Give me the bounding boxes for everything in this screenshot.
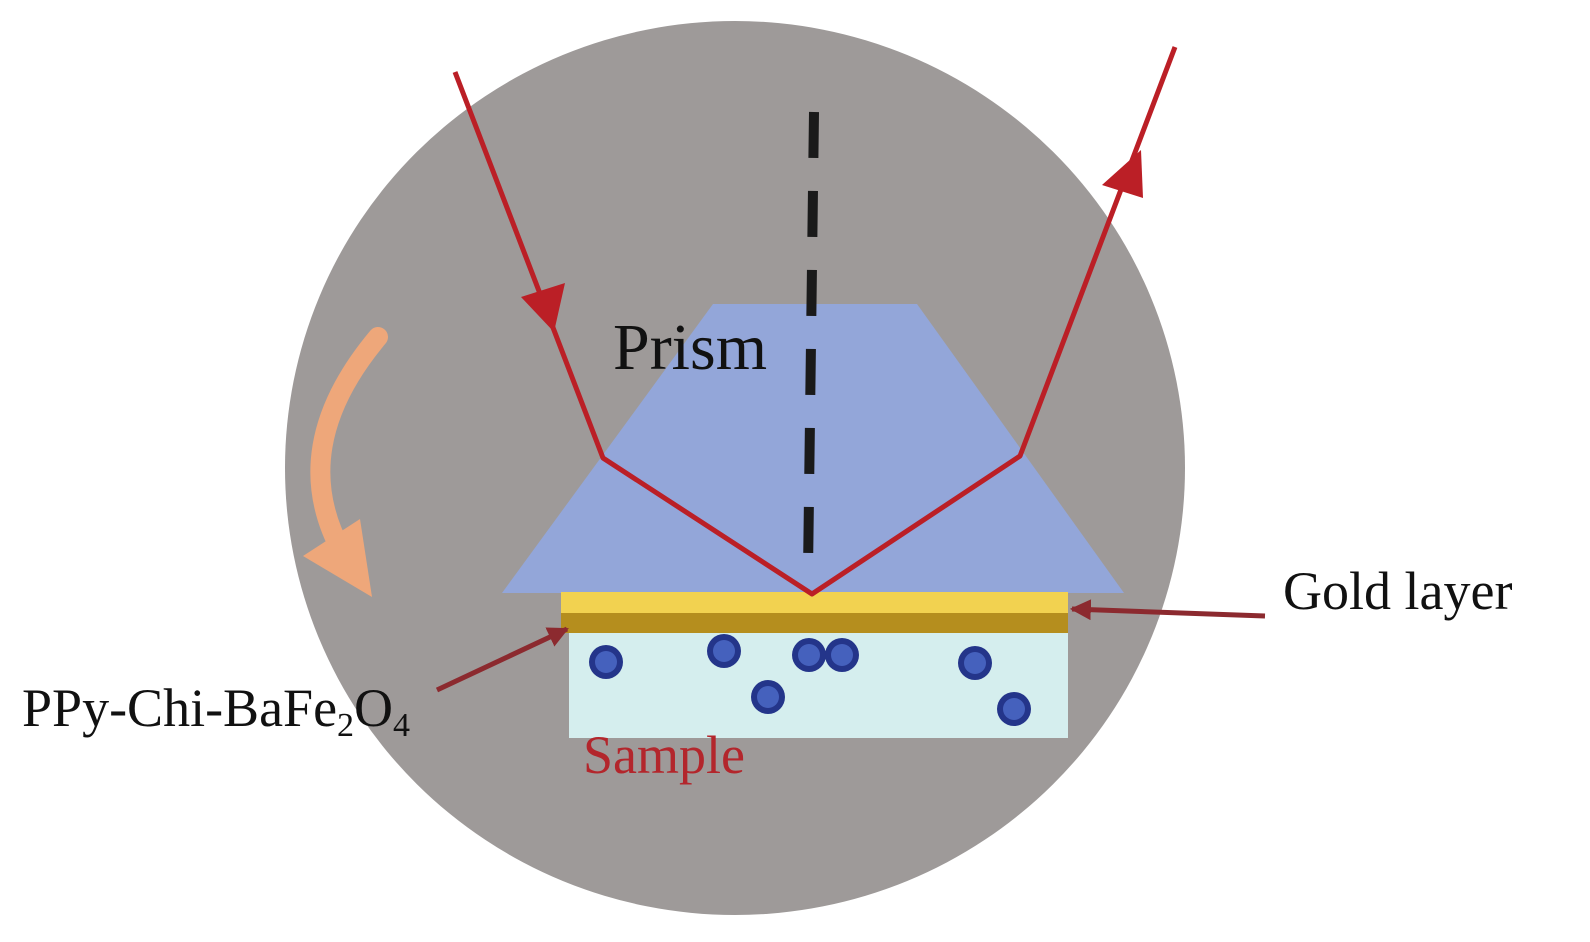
prism-label: Prism bbox=[613, 311, 767, 384]
rotation-arrow-body bbox=[310, 327, 388, 562]
particle-dot bbox=[707, 634, 741, 668]
particle-dot bbox=[792, 638, 826, 672]
film-label-sub2: 4 bbox=[393, 707, 410, 744]
film-pointer bbox=[435, 626, 569, 693]
particle-dot bbox=[997, 692, 1031, 726]
particles bbox=[589, 634, 1031, 726]
sample-label: Sample bbox=[583, 725, 745, 785]
film-label: PPy-Chi-BaFe2O4 bbox=[22, 678, 410, 744]
particle-dot bbox=[751, 680, 785, 714]
film-label-base: PPy-Chi-BaFe bbox=[22, 678, 337, 738]
gold-layer-label: Gold layer bbox=[1283, 561, 1512, 621]
particle-dot bbox=[958, 646, 992, 680]
rotation-arrow-head bbox=[303, 519, 372, 597]
gold-layer-top bbox=[561, 592, 1068, 613]
particle-dot bbox=[589, 645, 623, 679]
film-label-mid: O bbox=[354, 678, 393, 738]
gold-layer-pointer bbox=[1069, 599, 1266, 621]
incident-arrow-head bbox=[521, 283, 565, 332]
reflected-arrow-head bbox=[1102, 150, 1143, 198]
film-label-sub1: 2 bbox=[337, 707, 354, 744]
gold-layer-bottom bbox=[561, 613, 1068, 633]
particle-dot bbox=[825, 638, 859, 672]
